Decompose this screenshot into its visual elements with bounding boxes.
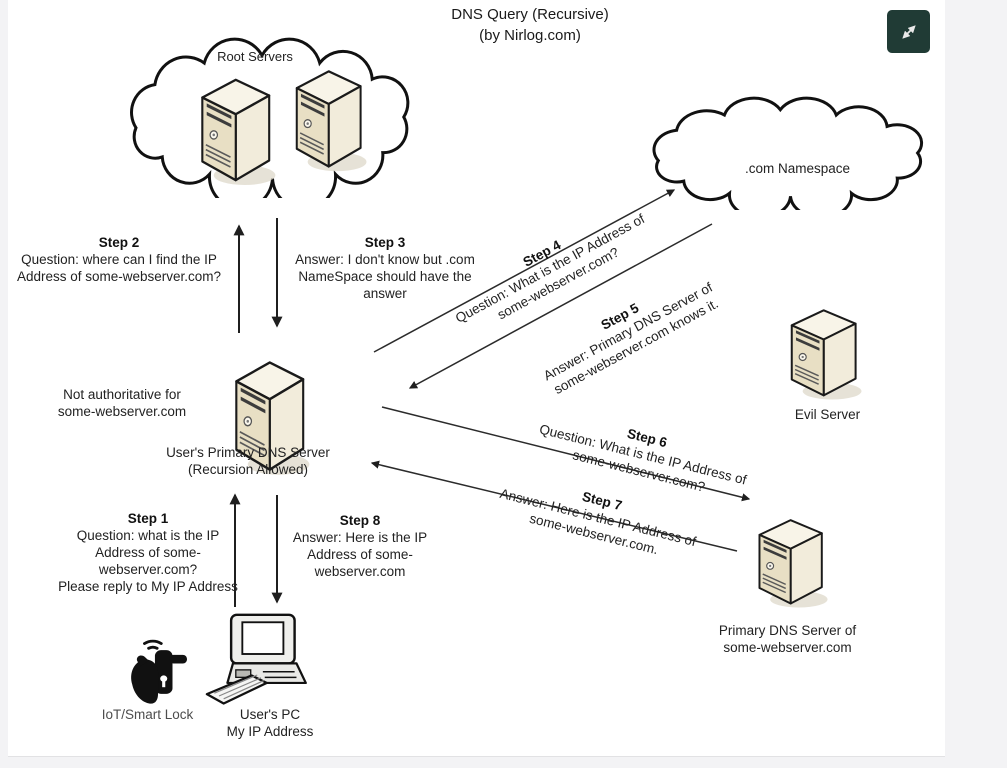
root-server-icon-1 [190,70,278,188]
title-line-1: DNS Query (Recursive) [451,6,609,23]
com-namespace-cloud [638,96,943,210]
com-namespace-label: .com Namespace [744,161,851,176]
step-3-annotation: Step 3 Answer: I don't know but .com Nam… [295,235,475,301]
users-dns-label: User's Primary DNS Server (Recursion All… [166,445,330,477]
step-8-annotation: Step 8 Answer: Here is the IP Address of… [292,513,428,579]
users-pc-label: User's PC My IP Address [226,707,314,739]
step-1-annotation: Step 1 Question: what is the IP Address … [58,511,238,594]
users-pc-icon [205,612,317,710]
users-dns-annotation: Not authoritative for some-webserver.com [57,387,187,419]
root-server-icon-2 [285,62,369,174]
evil-server-icon [780,302,864,402]
expand-button[interactable] [887,10,930,53]
evil-server-label: Evil Server [794,407,861,422]
authoritative-dns-label: Primary DNS Server of some-webserver.com [718,623,857,655]
title-line-2: (by Nirlog.com) [479,27,581,44]
expand-icon [901,24,916,39]
root-servers-label: Root Servers [217,49,293,64]
authoritative-dns-server-icon [748,512,830,610]
diagram-title: DNS Query (Recursive) (by Nirlog.com) [330,4,730,46]
iot-smart-lock-label: IoT/Smart Lock [101,707,194,722]
step-2-annotation: Step 2 Question: where can I find the IP… [16,235,222,284]
iot-smart-lock-icon [126,634,188,710]
